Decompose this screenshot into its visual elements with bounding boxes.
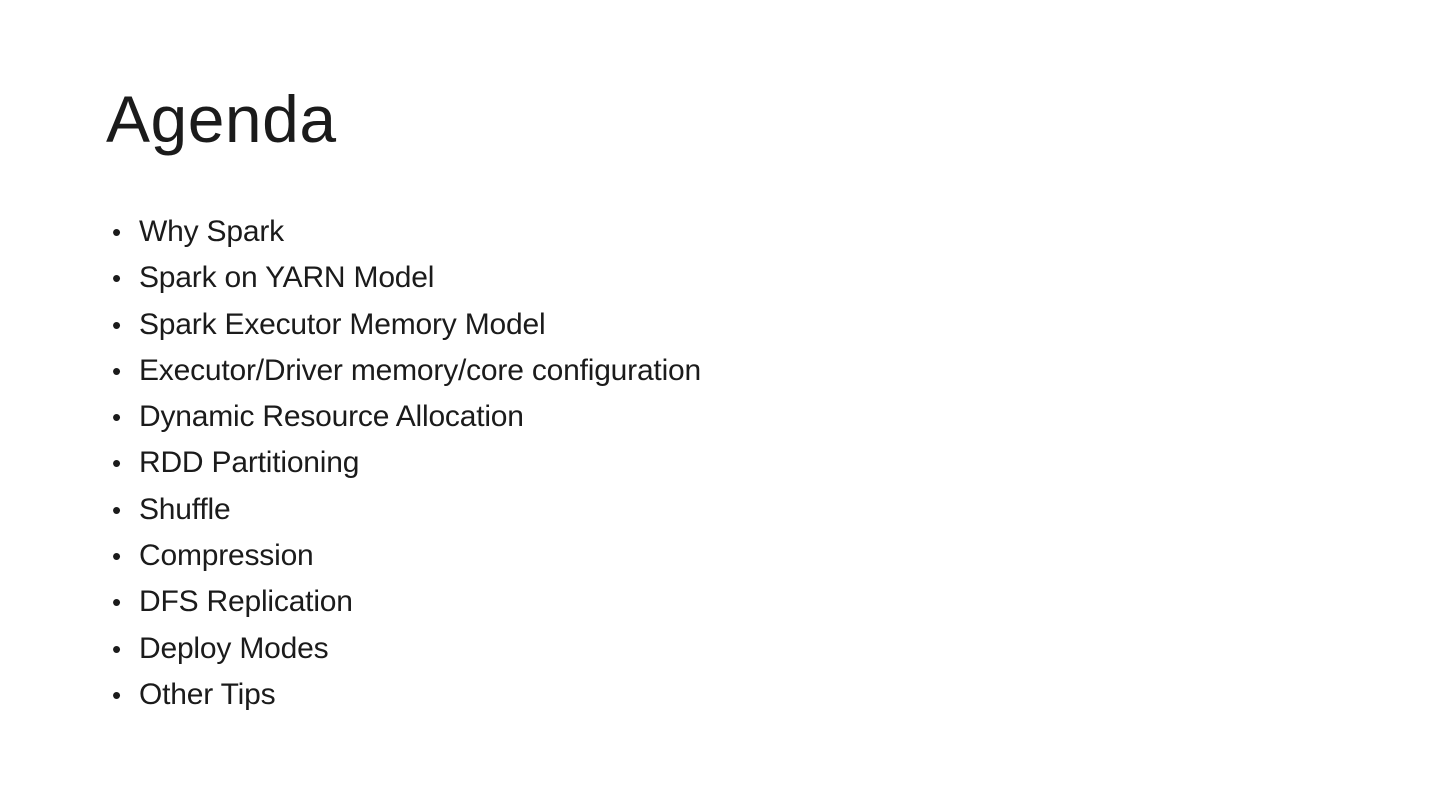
bullet-label: Spark on YARN Model xyxy=(139,261,435,295)
slide-title: Agenda xyxy=(106,82,337,156)
list-item: • Shuffle xyxy=(112,487,701,533)
bullet-label: Deploy Modes xyxy=(139,631,329,665)
bullet-label: Shuffle xyxy=(139,492,231,526)
bullet-label: Other Tips xyxy=(139,677,276,711)
bullet-icon: • xyxy=(112,587,121,618)
bullet-icon: • xyxy=(112,633,121,664)
bullet-label: RDD Partitioning xyxy=(139,446,360,480)
bullet-label: Compression xyxy=(139,539,314,573)
list-item: • Executor/Driver memory/core configurat… xyxy=(112,348,701,394)
bullet-icon: • xyxy=(112,448,121,479)
bullet-label: Dynamic Resource Allocation xyxy=(139,400,524,434)
list-item: • Compression xyxy=(112,533,701,579)
list-item: • Spark Executor Memory Model xyxy=(112,302,701,348)
list-item: • Deploy Modes xyxy=(112,626,701,672)
bullet-icon: • xyxy=(112,309,121,340)
bullet-icon: • xyxy=(112,541,121,572)
bullet-icon: • xyxy=(112,679,121,710)
bullet-icon: • xyxy=(112,402,121,433)
list-item: • DFS Replication xyxy=(112,579,701,625)
list-item: • Dynamic Resource Allocation xyxy=(112,394,701,440)
list-item: • Spark on YARN Model xyxy=(112,255,701,301)
bullet-label: Executor/Driver memory/core configuratio… xyxy=(139,353,702,387)
bullet-icon: • xyxy=(112,263,121,294)
list-item: • Other Tips xyxy=(112,672,701,718)
bullet-icon: • xyxy=(112,355,121,386)
list-item: • Why Spark xyxy=(112,209,701,255)
bullet-label: Why Spark xyxy=(139,215,284,248)
bullet-label: DFS Replication xyxy=(139,585,353,619)
list-item: • RDD Partitioning xyxy=(112,440,701,486)
bullet-label: Spark Executor Memory Model xyxy=(139,307,546,341)
agenda-list: • Why Spark • Spark on YARN Model • Spar… xyxy=(112,209,701,718)
bullet-icon: • xyxy=(112,494,121,525)
bullet-icon: • xyxy=(112,217,121,247)
